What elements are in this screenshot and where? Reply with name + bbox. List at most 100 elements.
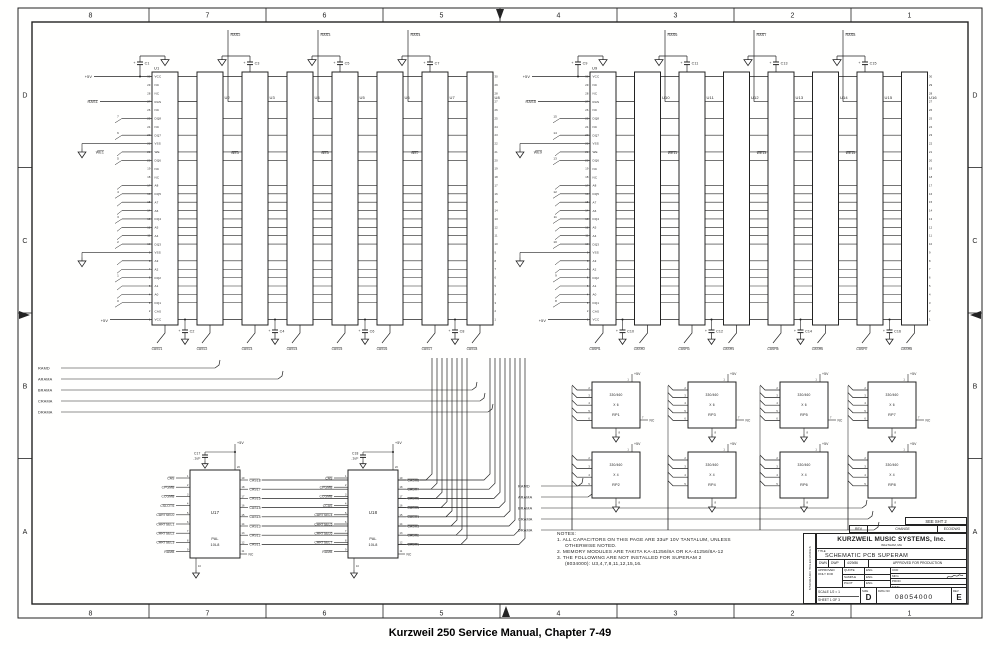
pin-number: 17 — [147, 183, 151, 187]
rev-col: REV — [850, 526, 868, 532]
capacitor-label: C10 — [627, 330, 634, 334]
pin-number: 3 — [684, 394, 686, 398]
pin-number: 1 — [903, 448, 905, 452]
pack-input — [667, 399, 688, 406]
polarity-plus: + — [358, 329, 360, 333]
pin-number: 2 — [588, 386, 590, 390]
column-label: 6 — [322, 611, 326, 618]
pin-number: 25 — [495, 116, 499, 120]
pin-name: A5 — [593, 226, 597, 230]
cas-tag: CASH2 — [634, 347, 645, 351]
wire — [116, 285, 123, 291]
pin-number: 4 — [684, 473, 686, 477]
column-label: 4 — [556, 611, 560, 618]
cas-stub — [683, 325, 693, 344]
capacitor-label: C7 — [435, 62, 440, 66]
pal-output: CASL7 — [250, 488, 261, 492]
supply-label: +5V — [730, 442, 737, 446]
title-label: TITLE — [818, 548, 826, 553]
pack-input — [667, 384, 688, 391]
wire — [552, 218, 561, 224]
pal-input: CAS — [325, 476, 333, 480]
approval-label: MAT'L — [892, 584, 901, 589]
pin-number: 16 — [929, 192, 933, 196]
pin-name: DQ6 — [155, 159, 162, 163]
pin-name: NC — [155, 91, 160, 95]
pack-input — [571, 454, 592, 461]
ras-column-label: RAS3 — [321, 33, 331, 37]
pin-number: 24 — [147, 125, 151, 129]
pack-name: RP4 — [708, 483, 716, 487]
pin-number: 6 — [929, 276, 931, 280]
pin-number: 3 — [587, 301, 589, 305]
bit-number: 13 — [553, 156, 557, 160]
column-label: 2 — [790, 611, 794, 618]
pin-number: 5 — [495, 284, 497, 288]
pin-name: NC — [593, 108, 598, 112]
approval-label: CKD — [892, 568, 899, 572]
we-input-label: WE9 — [534, 150, 542, 154]
pin-number: 19 — [929, 167, 933, 171]
pack-mult: X 4 — [801, 473, 806, 477]
pin-number: 14 — [147, 209, 151, 213]
ground-symbol — [598, 59, 608, 67]
pack-mult: X 4 — [889, 473, 894, 477]
pin-name: RAS — [155, 100, 162, 104]
bit-number: 12 — [553, 190, 557, 194]
pack-input — [759, 480, 780, 487]
pin-number: 22 — [147, 142, 151, 146]
pin-number: 2 — [776, 456, 778, 460]
drawn-date: 4/29/86 — [845, 560, 869, 567]
pal-output: CASH6 — [408, 497, 420, 501]
pin-number: 2 — [587, 309, 589, 313]
pin-name: A1 — [593, 284, 597, 288]
signal-wire — [873, 521, 880, 531]
pin-name: VSS — [155, 251, 161, 255]
memory-module — [634, 71, 661, 326]
wire — [114, 277, 123, 283]
cas-tag: CASH6 — [812, 347, 823, 351]
resistor-pack — [687, 381, 737, 429]
pin-number: 29 — [585, 83, 589, 87]
pin-number: 15 — [400, 514, 404, 517]
pin-number: 5 — [588, 482, 590, 486]
wire — [114, 118, 123, 124]
pin-number: 12 — [495, 225, 499, 229]
supply-label: +5V — [101, 319, 109, 323]
capacitor-label: C13 — [781, 62, 788, 66]
memory-module — [196, 71, 224, 326]
pin-name: NC — [593, 175, 598, 179]
pal-output: CASH1 — [408, 543, 420, 547]
pin-number: 1 — [187, 475, 189, 478]
pin-number: 19 — [585, 167, 589, 171]
pin-number: 1 — [903, 378, 905, 382]
pin-number: 26 — [585, 108, 589, 112]
row-label: D — [972, 92, 977, 99]
pin-number: 1 — [723, 378, 725, 382]
pin-name: DQ4 — [593, 217, 600, 221]
pin-number: 19 — [495, 167, 499, 171]
pin-number: 26 — [929, 108, 933, 112]
junction-dot — [392, 451, 394, 453]
pal-output: CASL3 — [250, 524, 261, 528]
signal-wire — [577, 477, 584, 487]
pin-number: 13 — [400, 532, 404, 535]
pin-number: 13 — [147, 217, 151, 221]
size-value: D — [865, 593, 872, 602]
pal-input: CAS — [167, 476, 175, 480]
pin-number: 26 — [495, 108, 499, 112]
pack-mult: X 4 — [613, 473, 618, 477]
wire — [552, 243, 561, 249]
pin-number: 7 — [187, 530, 189, 533]
pin-name: DQ1 — [593, 301, 600, 305]
pin-number: 6 — [187, 521, 189, 524]
signature — [946, 574, 964, 578]
pin-number: 3 — [929, 301, 931, 305]
pack-input — [667, 480, 688, 487]
pin-number: 7 — [345, 530, 347, 533]
nc-label: NC — [746, 419, 751, 423]
pin-name: DQ5 — [593, 192, 600, 196]
pal-input: CCGMB — [161, 495, 175, 499]
